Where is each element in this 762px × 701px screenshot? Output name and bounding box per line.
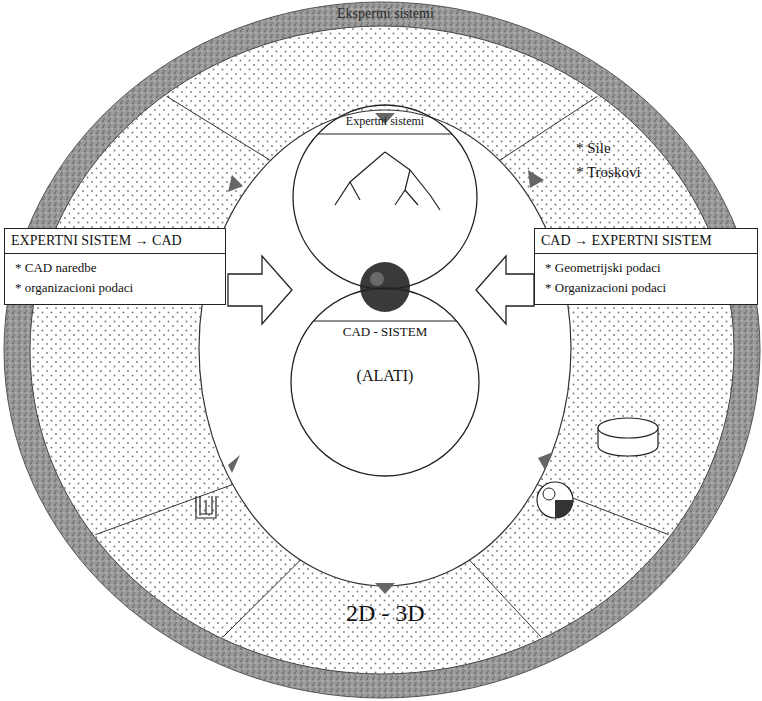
dotted-ring (30, 26, 734, 674)
circle-node: CAD - SISTEM (ALATI) (290, 287, 480, 477)
segment-line (95, 485, 232, 535)
circle-heading: CAD - SISTEM (290, 324, 480, 340)
info-box: EXPERTNI SISTEM → CAD * CAD naredbe* orga… (4, 228, 226, 305)
segment-lines (95, 96, 668, 637)
box-heading: EXPERTNI SISTEM → CAD (5, 229, 225, 254)
box-bullet: * CAD naredbe (5, 258, 225, 278)
ball-highlight (370, 272, 384, 286)
ring-title: Ekspertni sistemi (337, 6, 434, 22)
box-bullet: * Geometrijski podaci (535, 258, 757, 278)
segment-line (469, 560, 540, 637)
cylinder-icon (598, 418, 658, 456)
segment-label: * Sile (576, 140, 611, 157)
box-bullet: * organizacioni podaci (5, 278, 225, 298)
box-bullet: * Organizacioni podaci (535, 278, 757, 298)
segment-line (223, 560, 300, 637)
segment-label: 2D - 3D (346, 600, 425, 627)
u-profile-icon (196, 496, 216, 518)
block-arrow (228, 256, 292, 324)
outer-ring (4, 2, 760, 698)
inner-area (199, 110, 571, 586)
info-box: CAD → EXPERTNI SISTEM * Geometrijski poda… (534, 228, 758, 305)
segment-line (167, 96, 271, 160)
circle-body: (ALATI) (290, 367, 480, 385)
tree-symbol (335, 152, 440, 210)
circle-outline (292, 104, 478, 290)
circle-node: Expertni sistemi (292, 104, 478, 290)
sphere-icon (537, 482, 573, 518)
segment-label: * Troskovi (576, 164, 641, 181)
box-heading: CAD → EXPERTNI SISTEM (535, 229, 757, 254)
flow-arrowheads (228, 113, 553, 594)
circle-heading: Expertni sistemi (292, 114, 478, 129)
block-arrow (476, 256, 534, 324)
